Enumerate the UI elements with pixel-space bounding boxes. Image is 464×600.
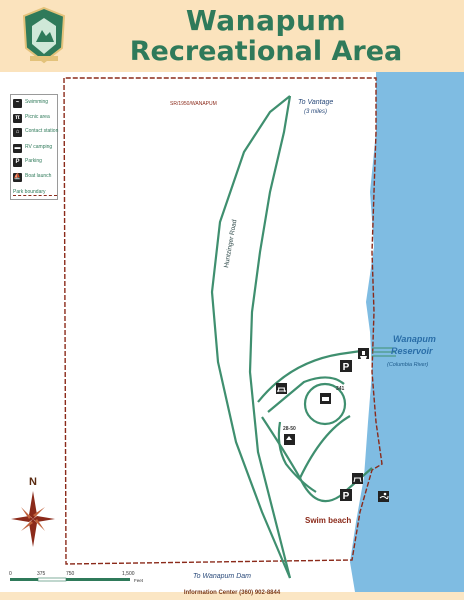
legend-label: Picnic area — [25, 114, 50, 120]
legend-label: Swimming — [25, 99, 49, 105]
page-title-line1: Wanapum — [185, 4, 347, 37]
legend-label: Park boundary — [13, 189, 57, 196]
picnic-table-icon: π — [13, 114, 22, 123]
legend-item-rv: ▬ RV camping — [13, 144, 57, 154]
legend-item-swimming: ~ Swimming — [13, 99, 57, 109]
rv-camp-loop — [303, 382, 347, 426]
parking-icon — [340, 489, 352, 501]
legend-label: RV camping — [25, 144, 53, 150]
sign-label: SR/1950/WANAPUM — [170, 101, 217, 107]
park-boundary — [63, 77, 383, 565]
swimmer-icon: ~ — [13, 99, 22, 108]
info-center-footer: Information Center (360) 902-8844 — [183, 590, 281, 596]
scale-tick-0: 0 — [9, 571, 12, 577]
map-legend: ~ Swimming π Picnic area ⌂ Contact stati… — [10, 94, 58, 200]
scale-bar: 0 375 750 1,500 Feet — [9, 571, 144, 583]
contact-station-icon: ⌂ — [13, 128, 22, 137]
reservoir-label-1: Wanapum — [393, 334, 436, 344]
compass-rose-icon: N — [11, 476, 55, 547]
map-icons: P P — [276, 348, 389, 502]
legend-label: Parking — [25, 158, 42, 164]
page-title-line2: Recreational Area — [129, 36, 403, 67]
parking-icon — [340, 360, 352, 372]
huntzinger-road — [210, 95, 292, 579]
to-dam-label: To Wanapum Dam — [193, 573, 251, 580]
campground-connector — [299, 415, 351, 479]
boat-launch-icon: ⛵ — [13, 173, 22, 182]
swim-beach-label: Swim beach — [305, 516, 351, 525]
header-band: Wanapum Recreational Area — [0, 0, 464, 72]
huntzinger-road-return — [248, 95, 292, 579]
rv-icon: ▬ — [13, 144, 22, 153]
beach-spur-road — [277, 421, 317, 493]
scale-tick-3: 1,500 — [122, 571, 135, 577]
north-label: N — [29, 476, 37, 488]
legend-label: Boat launch — [25, 173, 52, 179]
legend-item-boat-launch: ⛵ Boat launch — [13, 173, 57, 183]
legend-label: Contact station — [25, 128, 59, 134]
state-parks-seal-icon — [22, 6, 66, 64]
legend-item-picnic: π Picnic area — [13, 114, 57, 124]
site-number-a: 341 — [336, 386, 345, 392]
scale-unit: Feet — [134, 578, 144, 583]
river-label: (Columbia River) — [387, 362, 428, 368]
legend-item-contact: ⌂ Contact station — [13, 128, 59, 138]
to-vantage-distance: (3 miles) — [304, 109, 327, 115]
legend-item-boundary: Park boundary — [13, 189, 57, 197]
access-road-north — [257, 348, 369, 403]
reservoir-water — [350, 72, 464, 592]
picnic-loop-road — [267, 376, 345, 413]
road-network — [210, 95, 373, 579]
scale-tick-1: 375 — [37, 571, 46, 577]
svg-text:P: P — [343, 491, 350, 502]
boat-launch-ramp — [372, 347, 396, 357]
park-map: P P SR/1950/WANAPUM To Vantage (3 miles)… — [0, 72, 464, 592]
parking-icon: P — [13, 158, 22, 167]
svg-text:P: P — [343, 362, 350, 373]
site-number-b: 28-50 — [283, 426, 296, 432]
scale-tick-2: 750 — [66, 571, 75, 577]
legend-item-parking: P Parking — [13, 158, 57, 168]
reservoir-label-2: Reservoir — [391, 346, 433, 356]
to-vantage-label: To Vantage — [298, 99, 333, 106]
